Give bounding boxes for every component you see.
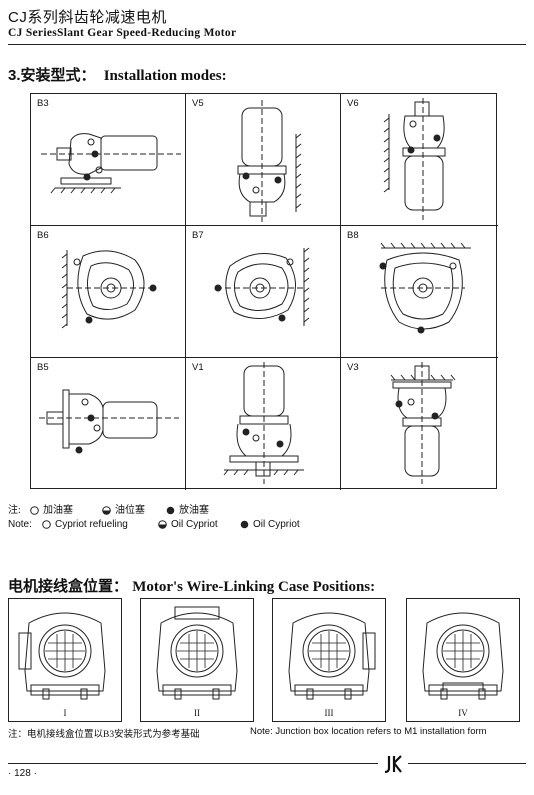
cell-b8: B8: [341, 226, 498, 358]
position-i: I: [8, 598, 122, 722]
legend-en-item: Oil Cypriot: [158, 519, 218, 530]
refuel-plug-icon: [30, 506, 39, 516]
position-iv: IV: [406, 598, 520, 722]
cell-v3: V3: [341, 358, 498, 490]
wire-box-section-title: 电机接线盒位置： Motor's Wire-Linking Case Posit…: [8, 575, 375, 596]
drain-plug-icon: [166, 506, 175, 515]
b6-diagram-icon: [61, 250, 157, 329]
legend-cn: 注: 加油塞 油位塞 放油塞: [8, 501, 308, 516]
b5-diagram-icon: [39, 389, 179, 454]
cell-label: B8: [347, 230, 359, 241]
legend-cn-item: 油位塞: [102, 501, 145, 516]
footer-rule: [408, 763, 526, 764]
jr-logo-icon: [384, 755, 402, 774]
legend-en-item: Cypriot refueling: [42, 519, 128, 530]
v6-diagram-icon: [383, 98, 446, 220]
legend-en: Note: Cypriot refueling Oil Cypriot Oil …: [8, 519, 348, 533]
page-number: · 128 ·: [8, 768, 37, 779]
wire-box-footnote-en: Note: Junction box location refers to M1…: [250, 726, 487, 737]
position-iii: III: [272, 598, 386, 722]
v5-diagram-icon: [237, 100, 302, 222]
cell-label: B3: [37, 98, 49, 109]
header-rule: [8, 44, 526, 45]
wire-box-title-en: Motor's Wire-Linking Case Positions:: [132, 579, 376, 595]
wire-box-footnote-cn: 注：电机接线盒位置以B3安装形式为参考基础: [8, 730, 200, 740]
cell-v6: V6: [341, 94, 498, 226]
header-title-en: CJ SeriesSlant Gear Speed-Reducing Motor: [8, 27, 237, 39]
position-label: II: [194, 708, 200, 718]
installation-title-cn: 3.安装型式：: [8, 67, 96, 84]
installation-grid: B3 V5: [30, 93, 498, 490]
legend-en-item: Oil Cypriot: [240, 519, 300, 530]
motor-end-view-icon: [156, 606, 238, 700]
oil-level-plug-icon: [158, 520, 167, 529]
cell-label: V1: [192, 362, 204, 373]
header-title-cn: CJ系列斜齿轮减速电机: [8, 9, 167, 26]
cell-label: B5: [37, 362, 49, 373]
v3-diagram-icon: [390, 362, 456, 484]
motor-end-view-icon: [288, 612, 376, 700]
motor-end-view-icon: [422, 612, 504, 700]
cell-label: V3: [347, 362, 359, 373]
cell-label: V5: [192, 98, 204, 109]
position-ii: II: [140, 598, 254, 722]
b7-diagram-icon: [214, 247, 310, 326]
legend-cn-prefix: 注:: [8, 505, 21, 516]
v1-diagram-icon: [223, 362, 304, 484]
cell-v5: V5: [186, 94, 341, 226]
cell-b5: B5: [31, 358, 186, 490]
installation-title-en: Installation modes:: [103, 68, 227, 84]
position-label: I: [63, 708, 67, 718]
cell-b7: B7: [186, 226, 341, 358]
cell-label: B7: [192, 230, 204, 241]
cell-b6: B6: [31, 226, 186, 358]
installation-section-title: 3.安装型式： Installation modes:: [8, 64, 227, 85]
footer-rule: [8, 763, 378, 764]
position-label: III: [324, 708, 334, 718]
motor-end-view-icon: [18, 612, 106, 700]
legend-en-prefix: Note:: [8, 519, 32, 530]
oil-level-plug-icon: [102, 506, 111, 516]
b3-diagram-icon: [41, 133, 181, 194]
cell-b3: B3: [31, 94, 186, 226]
b8-diagram-icon: [379, 242, 471, 334]
legend-cn-item: 加油塞: [30, 501, 73, 516]
refuel-plug-icon: [42, 520, 51, 529]
drain-plug-icon: [240, 520, 249, 529]
cell-label: V6: [347, 98, 359, 109]
legend-cn-item: 放油塞: [166, 501, 209, 516]
brand-logo: [382, 754, 404, 779]
cell-v1: V1: [186, 358, 341, 490]
wire-box-positions: I II: [8, 598, 520, 722]
position-label: IV: [458, 708, 468, 718]
wire-box-title-cn: 电机接线盒位置：: [8, 578, 129, 595]
cell-label: B6: [37, 230, 49, 241]
